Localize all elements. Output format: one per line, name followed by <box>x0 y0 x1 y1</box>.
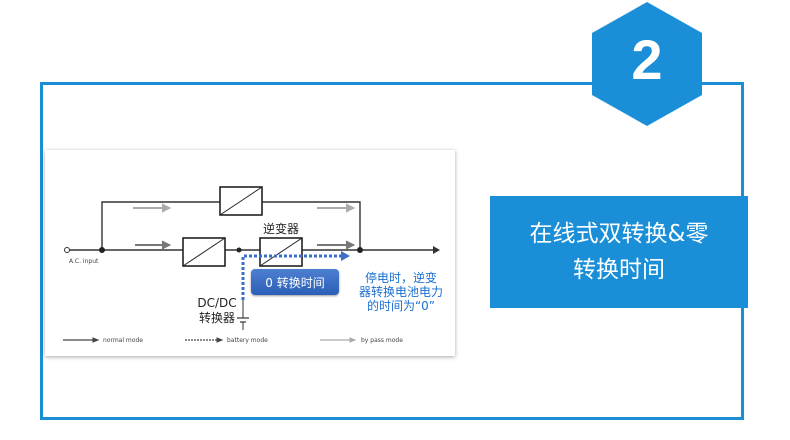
transfer-note: 停电时，逆变 器转换电池电力 的时间为“0” <box>341 271 461 313</box>
legend-bypass-label: by pass mode <box>361 337 403 344</box>
bypass-line <box>101 201 220 250</box>
note-line-2: 器转换电池电力 <box>358 285 443 299</box>
title-box: 在线式双转换&零 转换时间 <box>490 196 748 308</box>
normal-mode-arrows <box>135 240 356 250</box>
step-number: 2 <box>631 28 663 91</box>
node-mid <box>236 247 242 253</box>
transfer-time-box: 0 转换时间 <box>251 269 339 295</box>
legend-bypass-line <box>320 337 357 343</box>
input-terminal <box>64 247 70 253</box>
main-arrowhead <box>433 246 440 254</box>
note-line-1: 停电时，逆变 <box>364 271 437 285</box>
bypass-line-right <box>262 201 361 250</box>
title-line-1: 在线式双转换&零 <box>529 221 709 247</box>
note-line-3: 的时间为“0” <box>366 299 436 313</box>
dcdc-label-line-2: 转换器 <box>198 311 235 325</box>
dcdc-label: DC/DC 转换器 <box>195 296 239 326</box>
dcdc-label-line-1: DC/DC <box>197 296 237 310</box>
hexagon-shape <box>592 2 702 126</box>
node-left <box>99 247 105 253</box>
battery-arrowhead <box>341 251 350 261</box>
legend-normal-line <box>63 337 100 343</box>
legend-battery-line <box>185 337 224 343</box>
legend-normal-label: normal mode <box>103 337 143 344</box>
title-line-2: 转换时间 <box>573 257 665 283</box>
node-right <box>357 247 363 253</box>
ac-input-label: A.C. input <box>69 258 99 265</box>
legend-battery-label: battery mode <box>227 337 268 344</box>
step-badge: 2 <box>592 2 702 126</box>
bypass-mode-arrows <box>133 203 356 213</box>
inverter-label: 逆变器 <box>263 222 300 236</box>
ups-diagram: A.C. input 逆变器 DC/DC 转换器 0 转换时间 停电时，逆变 器… <box>45 150 455 356</box>
